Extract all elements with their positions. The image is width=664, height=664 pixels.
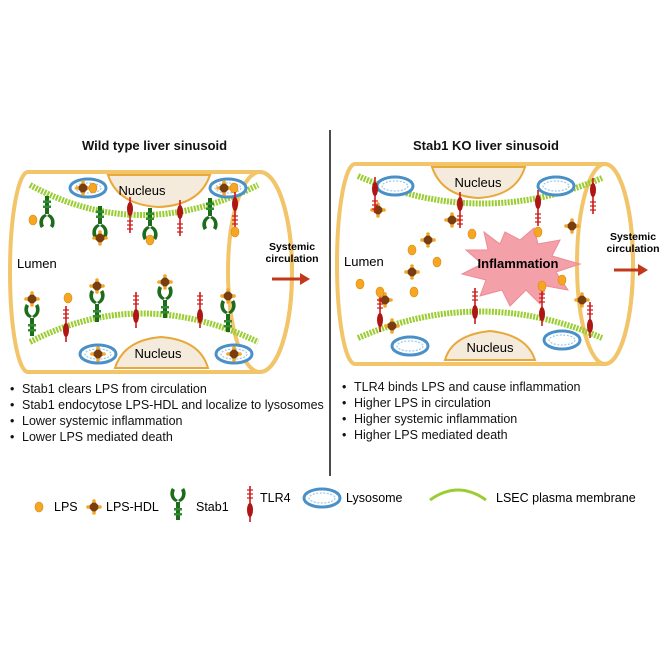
legend-lps-icon (34, 501, 44, 513)
left-systemic-label-1: Systemic (269, 241, 315, 253)
legend-lysosome-label: Lysosome (346, 491, 403, 505)
right-lumen-label: Lumen (344, 254, 384, 269)
right-circulation-arrow (614, 264, 648, 276)
legend-lps-hdl-label: LPS-HDL (106, 500, 159, 514)
right-nucleus-top (430, 166, 527, 200)
legend: LPS LPS-HDL Stab1 TLR4 Lysosome LSEC pla… (34, 485, 636, 523)
legend-stab1-icon (170, 488, 186, 520)
right-bullet-4: Higher LPS mediated death (340, 427, 658, 443)
left-nucleus-top-label: Nucleus (119, 183, 166, 198)
left-lumen-label: Lumen (17, 256, 57, 271)
legend-lysosome-icon (302, 487, 342, 509)
left-nucleus-top (106, 174, 212, 209)
left-circulation-arrow (272, 273, 310, 285)
left-bullet-1: Stab1 clears LPS from circulation (8, 381, 326, 397)
left-sinusoid: Nucleus Nucleus Lumen Systemic circulati… (8, 170, 319, 374)
left-panel-title: Wild type liver sinusoid (82, 138, 228, 153)
right-sinusoid: Inflammation (335, 162, 660, 366)
inflammation-burst (460, 227, 582, 307)
legend-stab1-label: Stab1 (196, 500, 229, 514)
right-bullet-2: Higher LPS in circulation (340, 395, 658, 411)
right-bullet-3: Higher systemic inflammation (340, 411, 658, 427)
left-nucleus-bottom-label: Nucleus (135, 346, 182, 361)
legend-tlr4-icon (246, 485, 254, 523)
legend-membrane-icon (429, 488, 487, 502)
right-systemic-label-1: Systemic (610, 231, 656, 243)
left-tube-opening (226, 170, 294, 374)
left-bullet-list: Stab1 clears LPS from circulation Stab1 … (8, 381, 326, 445)
left-bullet-3: Lower systemic inflammation (8, 413, 326, 429)
legend-lps-label: LPS (54, 500, 78, 514)
inflammation-label: Inflammation (478, 256, 559, 271)
left-nucleus-bottom (113, 335, 210, 369)
right-systemic-label-2: circulation (606, 243, 659, 255)
right-nucleus-bottom-label: Nucleus (467, 340, 514, 355)
right-bullet-list: TLR4 binds LPS and cause inflammation Hi… (340, 379, 658, 443)
right-bullet-1: TLR4 binds LPS and cause inflammation (340, 379, 658, 395)
left-bullet-4: Lower LPS mediated death (8, 429, 326, 445)
right-nucleus-top-label: Nucleus (455, 175, 502, 190)
left-systemic-label-2: circulation (265, 253, 318, 265)
legend-tlr4-label: TLR4 (260, 491, 291, 505)
right-nucleus-bottom (443, 329, 537, 361)
right-panel-title: Stab1 KO liver sinusoid (413, 138, 559, 153)
legend-membrane-label: LSEC plasma membrane (496, 491, 636, 505)
legend-lps-hdl-icon (86, 499, 102, 515)
left-bullet-2: Stab1 endocytose LPS-HDL and localize to… (8, 397, 326, 413)
